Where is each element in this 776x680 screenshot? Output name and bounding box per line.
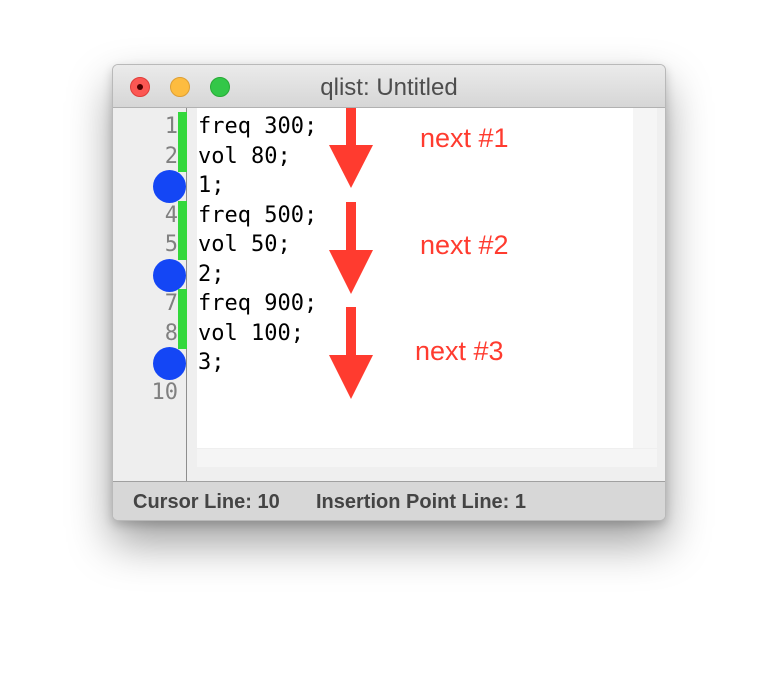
line-marker-bar: [178, 142, 187, 172]
close-icon[interactable]: [130, 77, 150, 97]
arrow-down-icon: [329, 202, 373, 294]
close-dot: [137, 84, 143, 90]
code-line: 6 2;: [113, 259, 665, 292]
line-marker-bar: [178, 319, 187, 349]
line-number: 1: [164, 114, 178, 139]
code-text[interactable]: 2;: [198, 262, 225, 287]
breakpoint-dot: [153, 347, 186, 380]
qlist-window: qlist: Untitled 1 freq 300; 2 vol 80; 3 …: [112, 64, 666, 521]
horizontal-scrollbar[interactable]: [197, 449, 657, 467]
line-number: 7: [164, 291, 178, 316]
qlist-content: 1 freq 300; 2 vol 80; 3 1; 4 freq 500; 5…: [113, 108, 665, 481]
line-marker-bar: [178, 289, 187, 319]
line-marker-bar: [178, 201, 187, 231]
arrow-down-icon: [329, 307, 373, 399]
title-bar[interactable]: qlist: Untitled: [113, 65, 665, 108]
breakpoint-dot: [153, 170, 186, 203]
code-text[interactable]: vol 80;: [198, 144, 291, 169]
code-text[interactable]: 1;: [198, 173, 225, 198]
line-marker-bar: [178, 112, 187, 142]
code-text[interactable]: freq 900;: [198, 291, 318, 316]
line-number: 2: [164, 144, 178, 169]
line-number: 8: [164, 321, 178, 346]
code-line: 3 1;: [113, 170, 665, 203]
code-line: 8 vol 100;: [113, 319, 665, 349]
text-editor[interactable]: [197, 108, 633, 448]
code-text[interactable]: freq 500;: [198, 203, 318, 228]
line-number: 4: [164, 203, 178, 228]
annotation-label: next #2: [420, 230, 509, 260]
status-bar: Cursor Line: 10 Insertion Point Line: 1: [113, 481, 665, 520]
window-title: qlist: Untitled: [320, 74, 458, 101]
code-line: 4 freq 500;: [113, 201, 665, 231]
cursor-line-status: Cursor Line: 10: [133, 491, 280, 513]
line-number: 10: [151, 380, 179, 405]
annotation-label: next #3: [415, 336, 504, 366]
line-marker-bar: [178, 230, 187, 260]
breakpoint-dot: [153, 259, 186, 292]
code-line: 10: [113, 378, 665, 408]
arrow-down-icon: [329, 108, 373, 188]
code-line: 1 freq 300;: [113, 112, 665, 142]
vertical-scrollbar[interactable]: [633, 108, 657, 448]
code-line: 2 vol 80;: [113, 142, 665, 172]
line-number: 5: [164, 232, 178, 257]
code-line: 7 freq 900;: [113, 289, 665, 319]
code-text[interactable]: vol 50;: [198, 232, 291, 257]
code-text[interactable]: 3;: [198, 350, 225, 375]
code-line: 9 3;: [113, 347, 665, 380]
annotation-label: next #1: [420, 123, 509, 153]
insertion-point-status: Insertion Point Line: 1: [316, 491, 527, 513]
minimize-icon[interactable]: [170, 77, 190, 97]
code-text[interactable]: vol 100;: [198, 321, 304, 346]
code-text[interactable]: freq 300;: [198, 114, 318, 139]
annotation-arrows: [329, 108, 373, 399]
zoom-icon[interactable]: [210, 77, 230, 97]
code-line: 5 vol 50;: [113, 230, 665, 260]
